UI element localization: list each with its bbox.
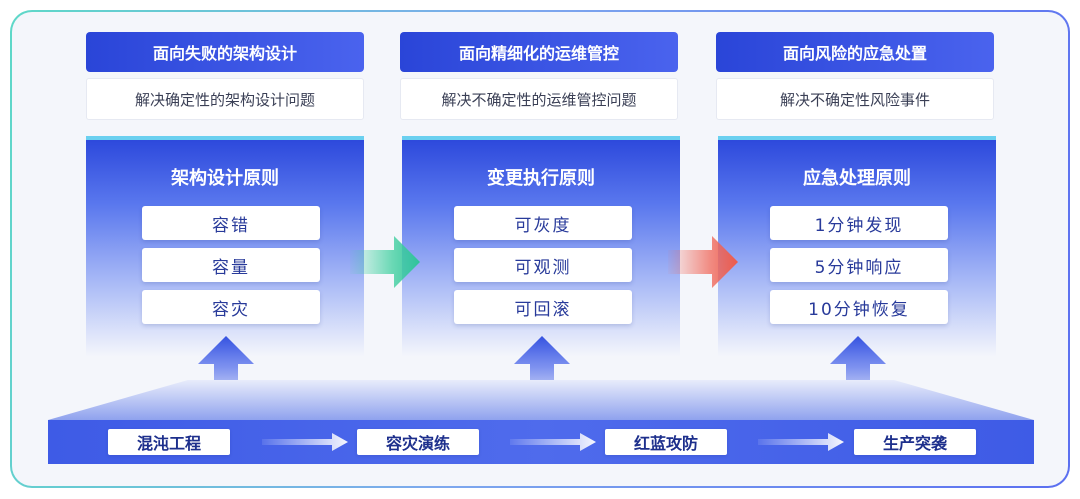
principle-item: 容错: [142, 206, 320, 240]
goal-subtitle: 解决确定性的架构设计问题: [86, 78, 364, 120]
goal-title: 面向风险的应急处置: [716, 32, 994, 72]
goal-column-emergency: 面向风险的应急处置 解决不确定性风险事件: [716, 32, 994, 120]
principle-item: 10分钟恢复: [770, 290, 948, 324]
principle-panel-emergency: 应急处理原则 1分钟发现 5分钟响应 10分钟恢复: [718, 136, 996, 356]
principle-item: 可观测: [454, 248, 632, 282]
principle-item: 5分钟响应: [770, 248, 948, 282]
goal-column-operations: 面向精细化的运维管控 解决不确定性的运维管控问题: [400, 32, 678, 120]
practice-step: 红蓝攻防: [605, 429, 727, 455]
principle-item: 可回滚: [454, 290, 632, 324]
arrow-up-icon: [830, 336, 886, 398]
arrow-right-icon: [350, 236, 420, 288]
panel-title: 架构设计原则: [171, 168, 279, 189]
principle-panel-architecture: 架构设计原则 容错 容量 容灾: [86, 136, 364, 356]
practice-step: 容灾演练: [357, 429, 479, 455]
arrow-right-icon: [262, 433, 348, 451]
principle-item: 可灰度: [454, 206, 632, 240]
principle-item: 1分钟发现: [770, 206, 948, 240]
goal-subtitle: 解决不确定性风险事件: [716, 78, 994, 120]
arrow-right-icon: [668, 236, 738, 288]
goal-subtitle: 解决不确定性的运维管控问题: [400, 78, 678, 120]
practice-step: 生产突袭: [854, 429, 976, 455]
arrow-right-icon: [510, 433, 596, 451]
principle-item: 容量: [142, 248, 320, 282]
goal-title: 面向失败的架构设计: [86, 32, 364, 72]
principle-panel-change: 变更执行原则 可灰度 可观测 可回滚: [402, 136, 680, 356]
goal-column-architecture: 面向失败的架构设计 解决确定性的架构设计问题: [86, 32, 364, 120]
principle-item: 容灾: [142, 290, 320, 324]
goal-title: 面向精细化的运维管控: [400, 32, 678, 72]
practice-step: 混沌工程: [108, 429, 230, 455]
panel-title: 应急处理原则: [803, 168, 911, 189]
arrow-right-icon: [758, 433, 844, 451]
arrow-up-icon: [514, 336, 570, 398]
arrow-up-icon: [198, 336, 254, 398]
panel-title: 变更执行原则: [487, 168, 595, 189]
